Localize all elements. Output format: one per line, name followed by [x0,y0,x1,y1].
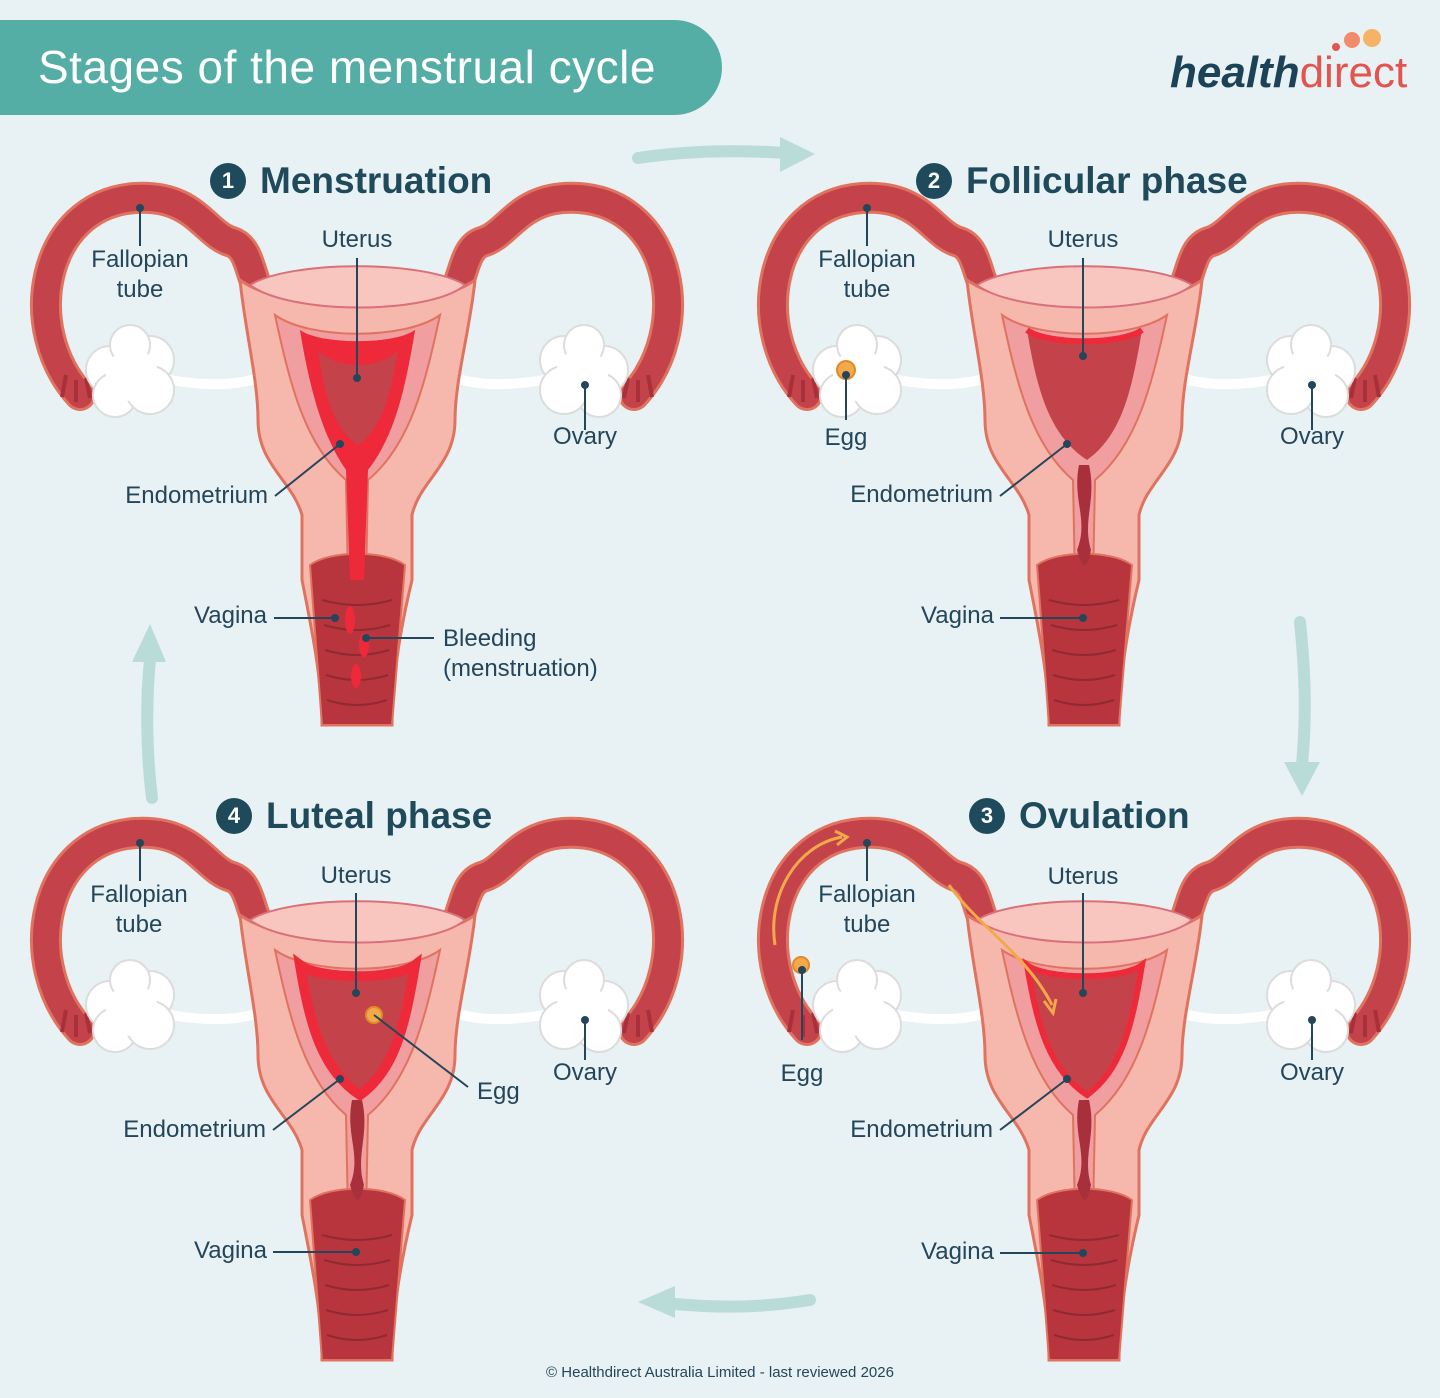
uterus-illustration [0,180,720,740]
label-egg: Egg [780,1060,824,1087]
step-number: 2 [916,163,952,199]
label-uterus: Uterus [320,862,392,889]
label-bleeding: Bleeding(menstruation) [443,625,598,682]
label-ovary: Ovary [552,423,618,450]
label-endometrium: Endometrium [123,1116,266,1143]
label-vagina: Vagina [194,602,267,629]
page-title: Stages of the menstrual cycle [38,41,656,93]
uterus-illustration [727,180,1440,740]
label-endometrium: Endometrium [850,481,993,508]
label-endometrium: Endometrium [850,1116,993,1143]
copyright-footer: © Healthdirect Australia Limited - last … [546,1364,894,1381]
egg-path-arrow-icon [772,829,1058,1017]
logo-health: health [1170,48,1300,97]
label-uterus: Uterus [1047,226,1119,253]
label-vagina: Vagina [194,1237,267,1264]
step-number: 1 [210,163,246,199]
logo-dots-icon [1332,29,1381,51]
step-number: 3 [969,798,1005,834]
label-uterus: Uterus [1047,863,1119,890]
label-vagina: Vagina [921,602,994,629]
uterus-illustration [727,829,1440,1375]
label-uterus: Uterus [321,226,393,253]
label-ovary: Ovary [552,1059,618,1086]
label-ovary: Ovary [1279,423,1345,450]
logo-direct: direct [1299,48,1408,97]
label-egg: Egg [477,1078,520,1105]
uterus-illustration [0,815,720,1375]
label-egg: Egg [824,424,868,451]
label-endometrium: Endometrium [125,482,268,509]
step-number: 4 [216,798,252,834]
arrow-right-icon [632,137,815,172]
healthdirect-logo[interactable]: healthdirect [1170,28,1420,98]
label-ovary: Ovary [1279,1059,1345,1086]
label-vagina: Vagina [921,1238,994,1265]
title-banner: Stages of the menstrual cycle [0,20,722,115]
